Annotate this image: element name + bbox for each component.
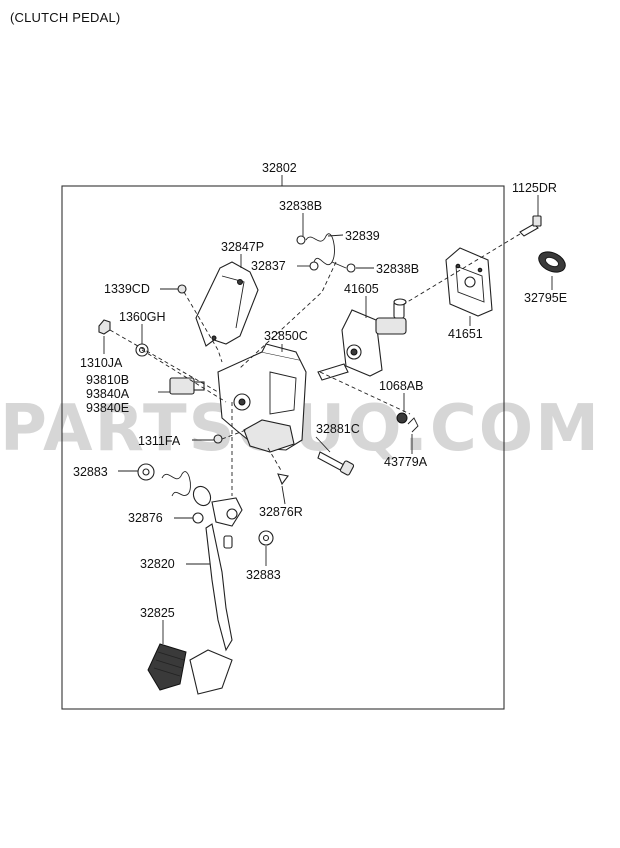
pedal-bracket-32850c	[217, 343, 307, 453]
nut-1310ja	[98, 319, 111, 335]
label-32820: 32820	[140, 557, 175, 571]
page-title: (CLUTCH PEDAL)	[10, 10, 121, 25]
label-32795e: 32795E	[524, 291, 567, 305]
label-1339cd: 1339CD	[104, 282, 150, 296]
label-41605: 41605	[344, 282, 379, 296]
label-32838b-right: 32838B	[376, 262, 419, 276]
label-32839: 32839	[345, 229, 380, 243]
bushing-32876r	[277, 473, 289, 486]
return-spring	[161, 471, 191, 497]
nut-1311fa	[213, 434, 223, 444]
bolt-32881c	[317, 451, 355, 476]
label-1311fa: 1311FA	[138, 434, 181, 448]
assembly-frame	[61, 185, 505, 710]
assembly-lines	[109, 233, 521, 496]
pedal-arm-32820	[192, 485, 243, 652]
bushing-32876	[192, 512, 204, 524]
master-cylinder-41605	[317, 298, 407, 381]
label-32825: 32825	[140, 606, 175, 620]
label-32802: 32802	[262, 161, 297, 175]
grommet-32795e	[538, 251, 566, 273]
label-1310ja: 1310JA	[80, 356, 123, 370]
label-32883-bottom: 32883	[246, 568, 281, 582]
gasket-41651	[445, 247, 493, 317]
label-32883-left: 32883	[73, 465, 108, 479]
bolt-1125dr	[519, 215, 542, 237]
upper-bracket-32847p	[195, 261, 259, 347]
label-32838b-top: 32838B	[279, 199, 322, 213]
switch-93810b	[169, 377, 205, 395]
label-32850c: 32850C	[264, 329, 308, 343]
label-32881c: 32881C	[316, 422, 360, 436]
clip-43779a	[407, 417, 419, 433]
label-43779a: 43779A	[384, 455, 428, 469]
label-41651: 41651	[448, 327, 483, 341]
label-32847p: 32847P	[221, 240, 264, 254]
pedal-pad-32825	[147, 643, 233, 695]
nut-1339cd	[177, 284, 187, 294]
label-1360gh: 1360GH	[119, 310, 166, 324]
assist-spring-32839	[296, 233, 356, 273]
bushing-32883-bottom	[258, 530, 274, 546]
label-1125dr: 1125DR	[512, 181, 557, 195]
washer-1068ab	[396, 412, 408, 424]
label-93810b: 93810B	[86, 373, 129, 387]
label-93840e: 93840E	[86, 401, 129, 415]
label-93840a: 93840A	[86, 387, 130, 401]
label-32876r: 32876R	[259, 505, 303, 519]
leader-lines	[103, 195, 553, 644]
label-32876: 32876	[128, 511, 163, 525]
bushing-32883-left	[137, 463, 155, 481]
label-1068ab: 1068AB	[379, 379, 423, 393]
label-32837: 32837	[251, 259, 286, 273]
